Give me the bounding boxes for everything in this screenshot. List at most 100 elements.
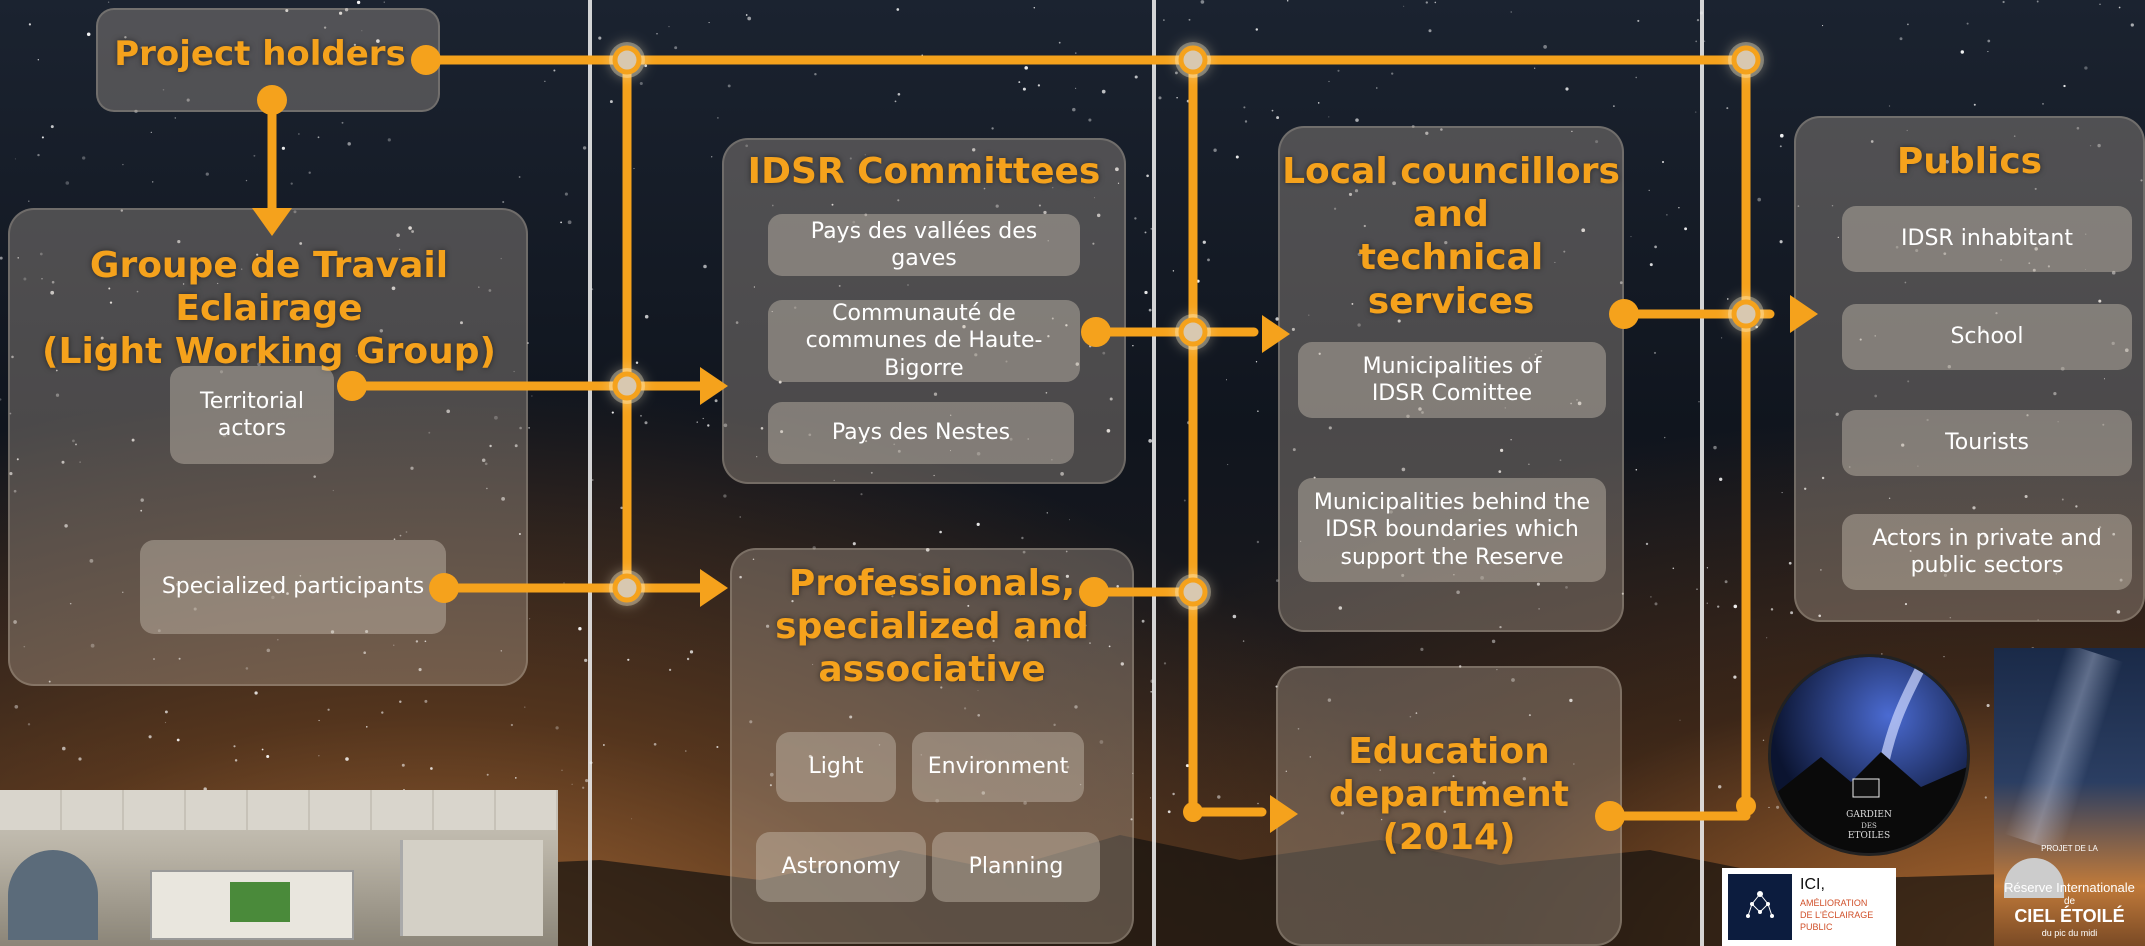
star	[668, 668, 672, 672]
star	[1528, 357, 1531, 359]
star	[1365, 536, 1368, 538]
star	[256, 253, 259, 256]
star	[1348, 192, 1353, 196]
star	[1648, 189, 1650, 192]
star	[1416, 785, 1421, 789]
local-councillors-box	[1278, 126, 1624, 632]
star	[299, 242, 303, 245]
star	[290, 312, 294, 317]
star	[1972, 506, 1976, 510]
star	[1388, 793, 1391, 796]
star	[920, 754, 923, 756]
star	[387, 138, 391, 142]
connector-dot	[1081, 317, 1111, 347]
star	[399, 700, 402, 703]
star	[55, 369, 58, 372]
star	[1570, 402, 1572, 405]
star	[1134, 217, 1137, 220]
star	[878, 316, 881, 318]
junction-node	[612, 371, 642, 401]
star	[78, 757, 82, 761]
star	[48, 680, 51, 683]
star	[11, 355, 14, 359]
star	[1433, 772, 1435, 774]
star	[261, 748, 264, 751]
star	[1698, 401, 1700, 403]
star	[514, 777, 517, 779]
star	[1158, 96, 1162, 100]
idsr-committees-box	[722, 138, 1126, 484]
star	[1043, 210, 1047, 215]
junction-node	[1731, 45, 1761, 75]
star	[1027, 438, 1029, 440]
star	[1440, 128, 1443, 131]
star	[1672, 567, 1675, 570]
star	[553, 69, 556, 72]
star	[1005, 360, 1008, 363]
star	[203, 787, 207, 791]
star	[972, 148, 976, 152]
star	[1132, 772, 1134, 775]
star	[1926, 418, 1929, 422]
star	[1768, 806, 1770, 808]
star	[1357, 323, 1361, 327]
star	[376, 39, 380, 43]
star	[1397, 319, 1401, 323]
star	[13, 620, 17, 624]
star	[313, 475, 316, 478]
star	[1235, 155, 1239, 159]
connector-dot	[1183, 802, 1203, 822]
arrow-head	[1262, 315, 1290, 353]
star	[870, 471, 873, 474]
star	[1425, 131, 1429, 135]
star	[2111, 341, 2115, 346]
star	[812, 663, 814, 666]
star	[674, 46, 678, 50]
star	[1973, 103, 1976, 106]
star	[234, 759, 238, 762]
star	[308, 171, 311, 174]
star	[1256, 540, 1260, 544]
star	[1355, 118, 1359, 122]
star	[1776, 805, 1780, 809]
star	[852, 232, 854, 234]
poster-text: PROJET DE LA	[2041, 844, 2098, 853]
star	[176, 738, 180, 742]
star	[1496, 668, 1498, 671]
star	[838, 284, 841, 287]
star	[1257, 410, 1259, 412]
star	[1904, 603, 1908, 606]
ici-eclairage-logo: ICI, AMÉLIORATION DE L'ÉCLAIRAGE PUBLIC	[1722, 868, 1896, 946]
star	[1292, 448, 1296, 452]
star	[739, 575, 742, 579]
publics-item: Actors in private and public sectors	[1842, 514, 2132, 590]
star	[1804, 487, 1807, 490]
star	[75, 443, 77, 446]
star	[1255, 361, 1258, 363]
star	[1491, 639, 1496, 644]
star	[528, 618, 531, 620]
star	[1452, 775, 1455, 778]
star	[245, 667, 249, 670]
star	[780, 430, 784, 434]
star	[2076, 126, 2080, 130]
star	[582, 146, 587, 150]
star	[341, 121, 344, 124]
education-department-box	[1276, 666, 1622, 946]
star	[864, 154, 867, 156]
star	[1444, 240, 1448, 245]
star	[808, 754, 812, 758]
idsr-committees-title: IDSR Committees	[747, 151, 1101, 192]
star	[1354, 189, 1359, 193]
star	[1733, 604, 1738, 609]
star	[735, 321, 739, 324]
star	[778, 380, 782, 384]
star	[518, 532, 521, 536]
star	[1172, 270, 1175, 272]
star	[2000, 258, 2003, 262]
star	[401, 763, 405, 767]
star	[410, 466, 414, 470]
star	[355, 355, 358, 357]
